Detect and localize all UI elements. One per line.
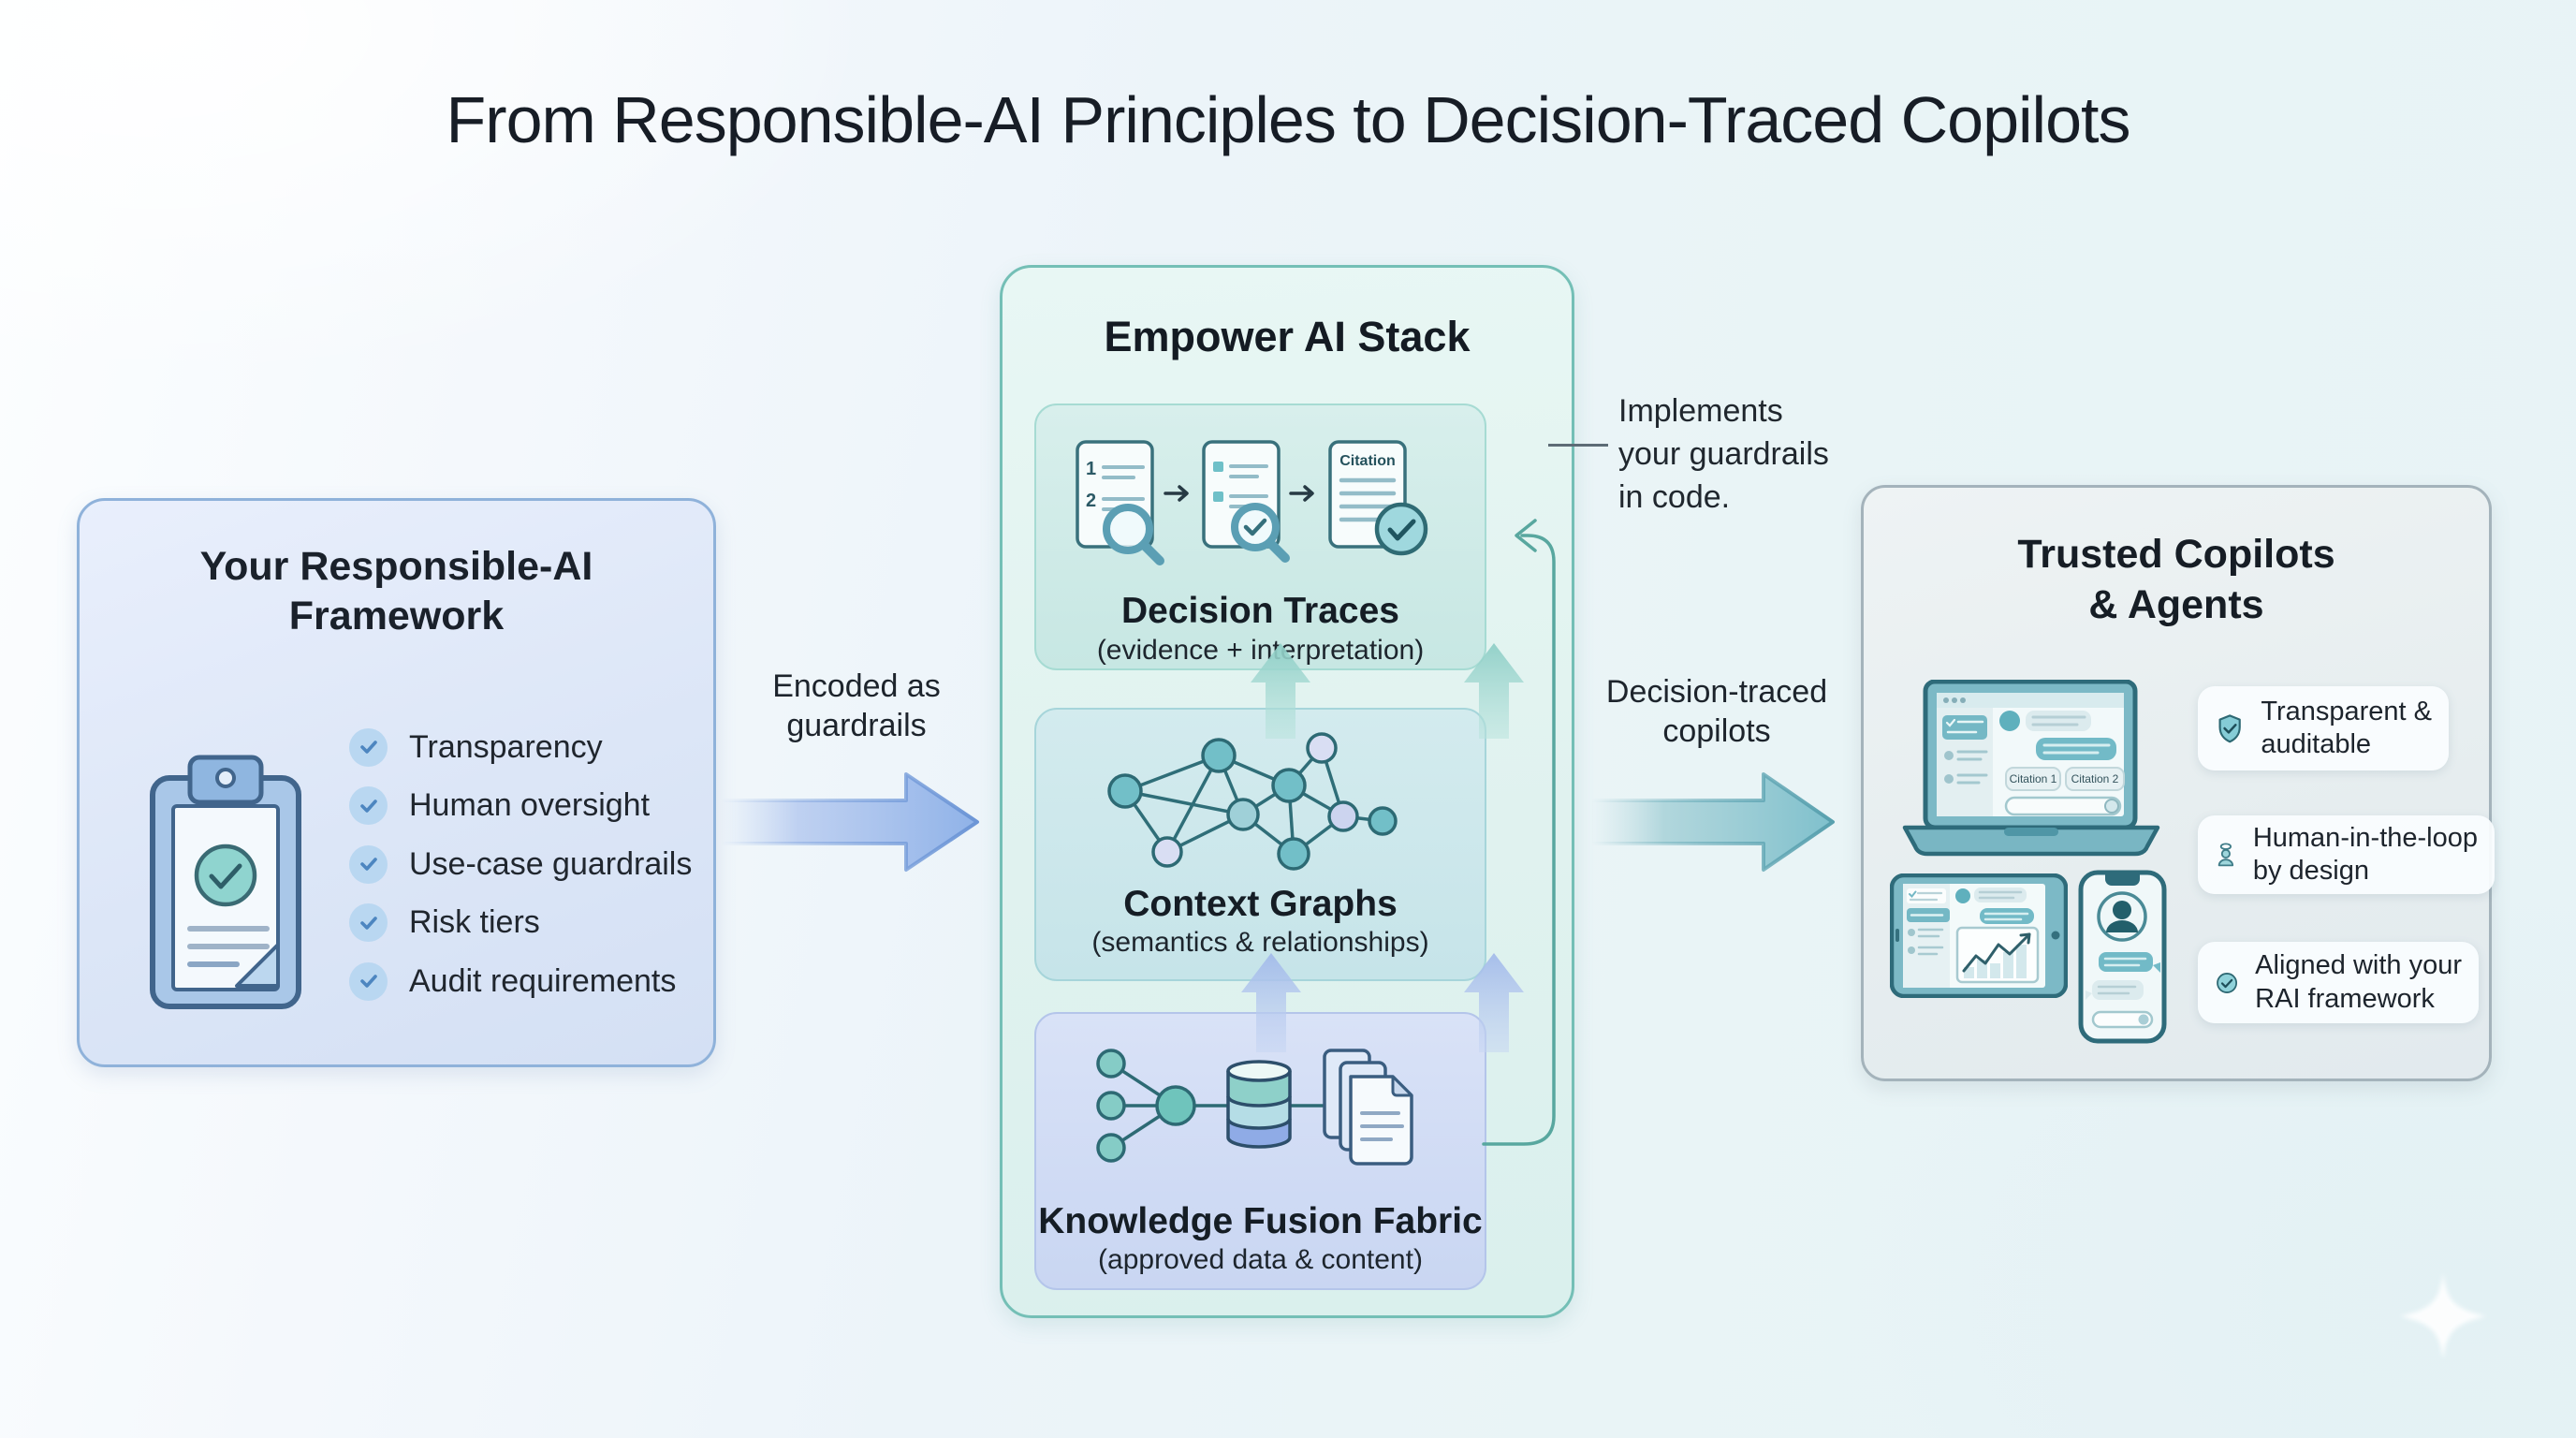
knowledge-fusion-box: Knowledge Fusion Fabric (approved data &… — [1034, 1012, 1486, 1290]
page-title: From Responsible-AI Principles to Decisi… — [446, 83, 2131, 156]
checklist-label: Risk tiers — [409, 904, 540, 941]
arrow-label-encoded-as-guardrails: Encoded as guardrails — [732, 667, 981, 745]
trusted-copilots-panel: Trusted Copilots & Agents — [1861, 485, 2495, 1081]
responsible-ai-framework-panel: Your Responsible-AI Framework Transparen… — [77, 498, 716, 1067]
phone-chat-input[interactable] — [2091, 1010, 2154, 1029]
citation-chip[interactable] — [2065, 767, 2125, 791]
checklist-item: Audit requirements — [349, 952, 692, 1011]
badge-label-line2: RAI framework — [2255, 983, 2435, 1014]
context-graphs-box: Context Graphs (semantics & relationship… — [1034, 708, 1486, 981]
checklist-label: Use-case guardrails — [409, 845, 693, 882]
decision-traces-title: Decision Traces — [1121, 591, 1399, 631]
chat-input[interactable] — [2004, 796, 2122, 816]
up-arrow-teal-icon — [1464, 643, 1524, 739]
decision-traces-subtitle: (evidence + interpretation) — [1096, 635, 1425, 666]
badge-label: Aligned with your RAI framework — [2255, 949, 2462, 1016]
check-icon — [349, 727, 388, 767]
chat-avatar — [1999, 711, 2020, 731]
badge-label: Transparent & auditable — [2261, 696, 2432, 762]
badge-label-line1: Aligned with your — [2255, 950, 2462, 981]
arrow1-label-line2: guardrails — [786, 708, 927, 744]
doc1-number-2: 2 — [1086, 491, 1096, 511]
checklist-item: Use-case guardrails — [349, 835, 692, 894]
check-icon — [349, 903, 388, 943]
context-graphs-title: Context Graphs — [1123, 884, 1398, 924]
tablet-copilot-icon — [1890, 873, 2068, 998]
badge-label-line2: auditable — [2261, 729, 2372, 759]
decision-traces-box: 1 2 — [1034, 404, 1486, 670]
badge-transparent-auditable: Transparent & auditable — [2198, 686, 2449, 770]
network-graph-icon — [1107, 732, 1398, 871]
annotation-line1: Implements — [1618, 393, 1783, 429]
send-button[interactable] — [2104, 799, 2119, 814]
citation-chip[interactable] — [2005, 767, 2061, 791]
feedback-loop-arrow — [1482, 519, 1556, 1146]
annotation-connector-line — [1548, 444, 1608, 447]
up-arrow-blue-icon — [1464, 953, 1524, 1052]
badge-label-line1: Transparent & — [2261, 696, 2432, 726]
clipboard-checklist-icon — [150, 755, 301, 1009]
right-panel-title-line2: & Agents — [2088, 582, 2264, 628]
knowledge-fusion-subtitle: (approved data & content) — [1098, 1244, 1423, 1275]
checklist-item: Risk tiers — [349, 894, 692, 953]
arrow2-label-line1: Decision-traced — [1605, 674, 1828, 710]
knowledge-fusion-icon — [1096, 1049, 1413, 1166]
knowledge-fusion-title: Knowledge Fusion Fabric — [1038, 1201, 1483, 1241]
center-panel-title: Empower AI Stack — [1104, 313, 1471, 360]
left-panel-title-line2: Framework — [288, 594, 505, 639]
checklist-label: Transparency — [409, 728, 603, 765]
checklist-label: Audit requirements — [409, 962, 677, 999]
badge-human-in-the-loop: Human-in-the-loop by design — [2198, 815, 2495, 894]
citation-chip-label: Citation 2 — [2071, 772, 2119, 785]
annotation-line3: in code. — [1618, 479, 1731, 516]
right-arrow-blue — [719, 772, 979, 872]
shield-check-icon — [2218, 714, 2241, 743]
checklist-label: Human oversight — [409, 787, 651, 824]
arrow-label-decision-traced-copilots: Decision-traced copilots — [1586, 672, 1848, 751]
doc1-number-1: 1 — [1086, 459, 1096, 479]
up-arrow-teal-icon — [1251, 643, 1310, 739]
left-panel-title-line1: Your Responsible-AI — [199, 544, 593, 589]
check-icon — [349, 786, 388, 826]
context-graphs-subtitle: (semantics & relationships) — [1091, 927, 1429, 958]
right-arrow-teal — [1589, 772, 1835, 872]
rai-checklist: Transparency Human oversight Use-case gu… — [349, 718, 692, 1011]
user-bubble — [2036, 738, 2116, 760]
sparkle-icon — [2400, 1273, 2486, 1359]
check-icon — [349, 961, 388, 1001]
citation-doc-label: Citation — [1339, 453, 1396, 469]
left-panel-title: Your Responsible-AI Framework — [80, 542, 713, 642]
circle-check-icon — [2217, 972, 2238, 993]
right-panel-title-line1: Trusted Copilots — [2017, 532, 2335, 577]
arrow2-label-line2: copilots — [1662, 713, 1771, 750]
checklist-item: Human oversight — [349, 777, 692, 836]
badge-label: Human-in-the-loop by design — [2253, 822, 2478, 888]
checklist-item: Transparency — [349, 718, 692, 777]
annotation-line2: your guardrails — [1618, 436, 1829, 473]
laptop-copilot-icon: Citation 1 Citation 2 — [1902, 680, 2160, 857]
citation-chip-label: Citation 1 — [2010, 772, 2057, 785]
up-arrow-blue-icon — [1241, 953, 1301, 1052]
check-icon — [349, 844, 388, 884]
decision-trace-docs-icon: 1 2 — [1076, 440, 1428, 565]
person-icon — [2217, 843, 2234, 867]
badge-label-line1: Human-in-the-loop — [2252, 822, 2478, 853]
badge-aligned-rai: Aligned with your RAI framework — [2198, 942, 2479, 1023]
empower-ai-stack-panel: Empower AI Stack 1 2 — [1000, 265, 1574, 1318]
guardrails-annotation: Implements your guardrails in code. — [1618, 389, 1829, 520]
sidebar-active-item — [1942, 715, 1987, 740]
assistant-bubble — [2026, 711, 2091, 731]
badge-label-line2: by design — [2252, 856, 2369, 886]
phone-copilot-icon — [2078, 870, 2167, 1044]
arrow1-label-line1: Encoded as — [772, 668, 941, 704]
right-panel-title: Trusted Copilots & Agents — [1864, 529, 2489, 630]
